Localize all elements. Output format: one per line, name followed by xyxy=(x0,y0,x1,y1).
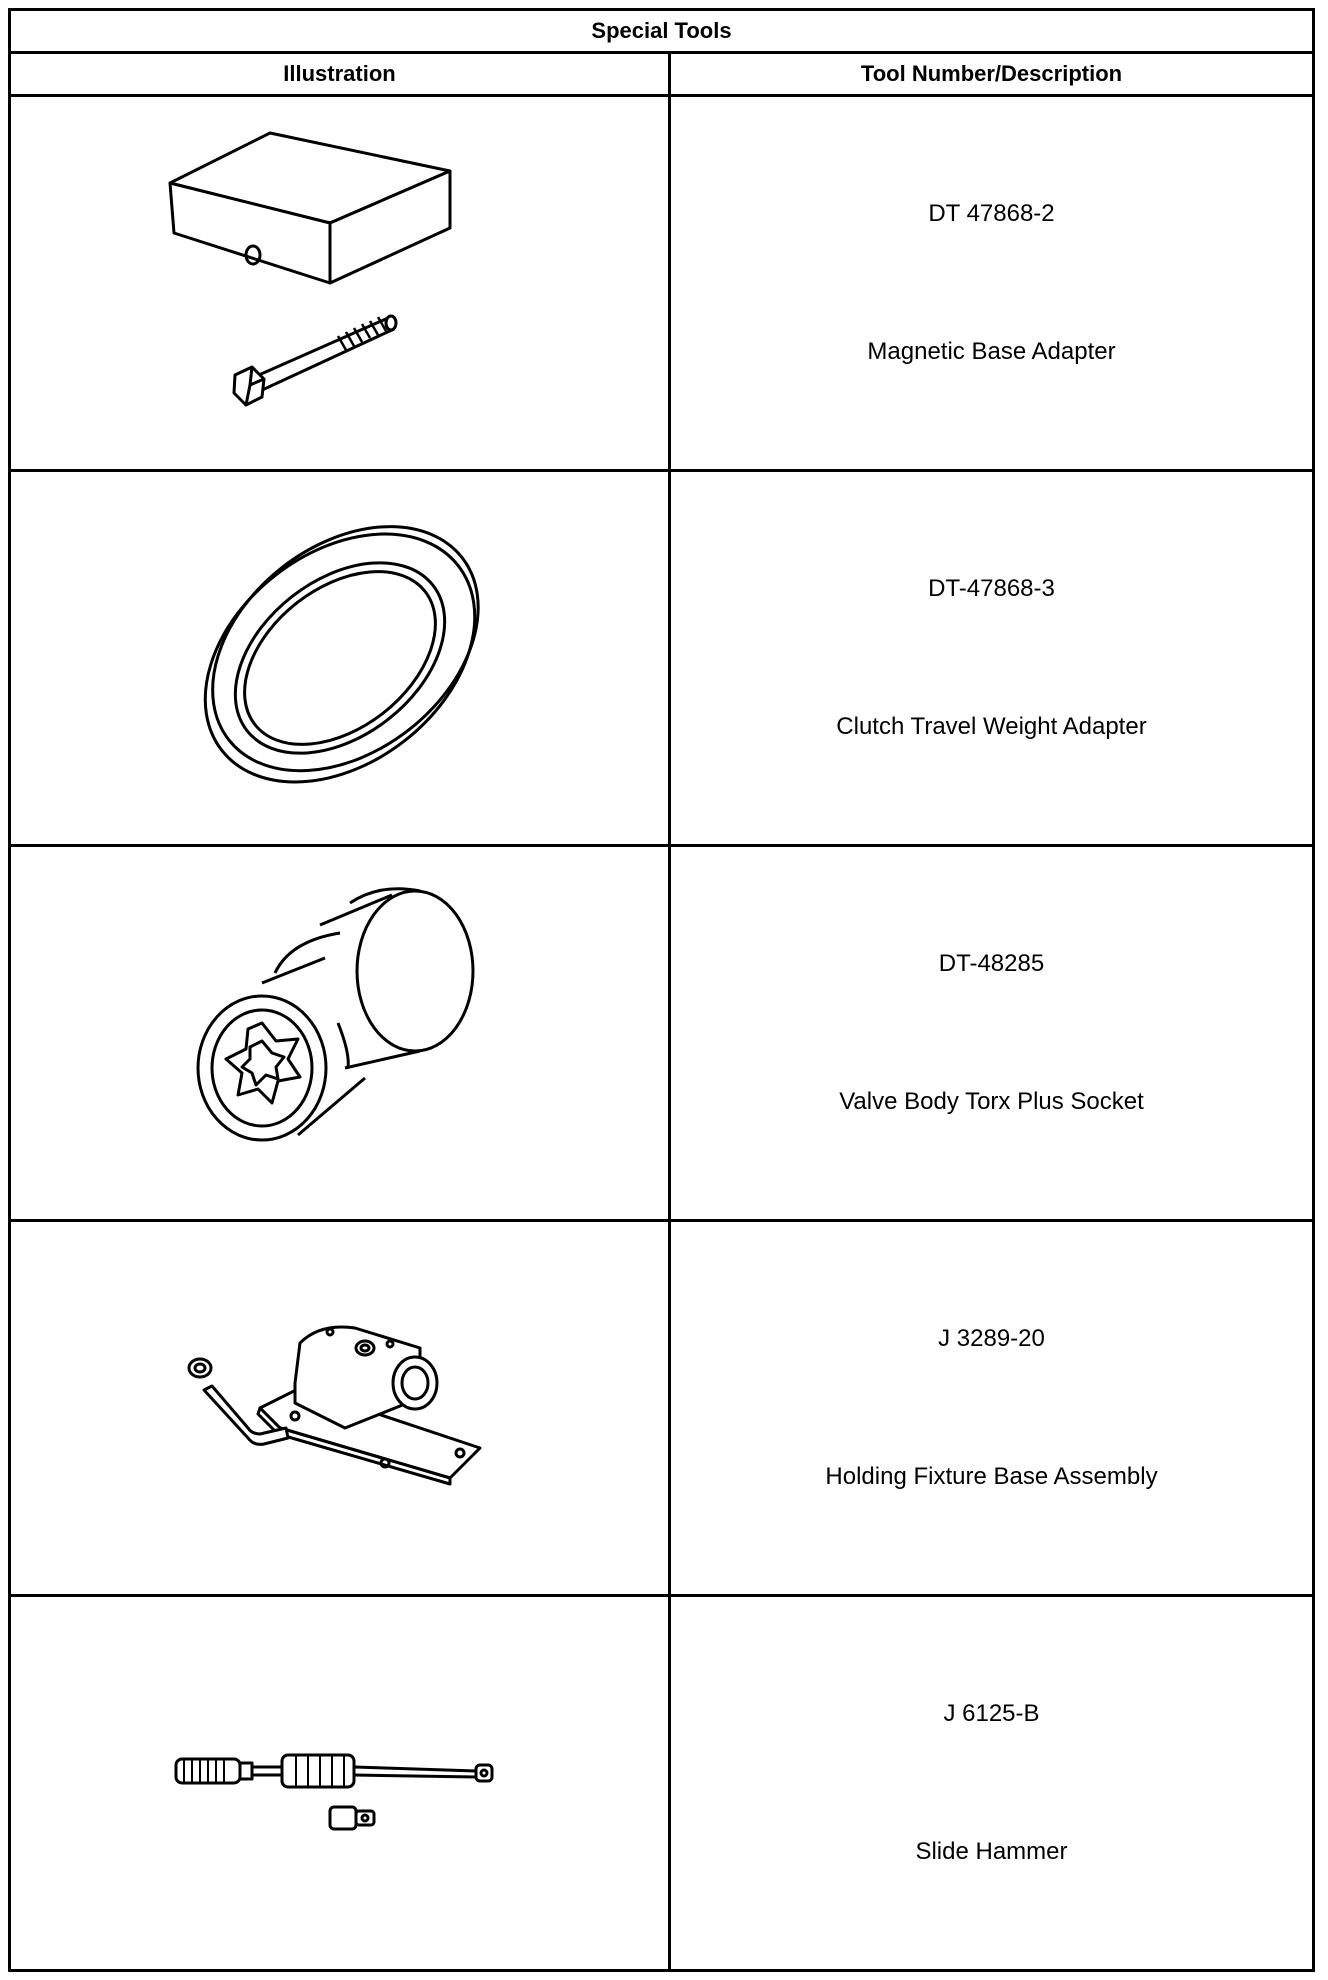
illustration-column-header: Illustration xyxy=(8,51,671,97)
slide-hammer-icon xyxy=(174,1753,493,1831)
holding-fixture-icon xyxy=(187,1325,481,1486)
weight-ring-icon xyxy=(203,525,480,784)
tool-number: DT 47868-2 xyxy=(928,200,1055,227)
tool-number: DT-47868-3 xyxy=(928,575,1055,602)
illustration-cell xyxy=(8,1219,671,1597)
tool-description: Slide Hammer xyxy=(915,1838,1068,1865)
tool-description: Magnetic Base Adapter xyxy=(867,338,1116,365)
table-row: J 6125-B Slide Hammer xyxy=(8,1594,1315,1972)
magnetic-base-adapter-icon xyxy=(168,131,451,407)
tool-number: DT-48285 xyxy=(938,950,1045,977)
description-cell: J 6125-B Slide Hammer xyxy=(668,1594,1315,1972)
description-column-header: Tool Number/Description xyxy=(668,51,1315,97)
description-cell: DT-48285 Valve Body Torx Plus Socket xyxy=(668,844,1315,1222)
illustration-cell xyxy=(8,1594,671,1972)
tool-description: Holding Fixture Base Assembly xyxy=(825,1463,1158,1490)
table-title: Special Tools xyxy=(8,8,1315,54)
illustration-cell xyxy=(8,94,671,472)
tool-number: J 6125-B xyxy=(943,1700,1040,1727)
description-cell: DT 47868-2 Magnetic Base Adapter xyxy=(668,94,1315,472)
special-tools-table: Special Tools Illustration Tool Number/D… xyxy=(8,8,1315,1972)
table-row: DT-47868-3 Clutch Travel Weight Adapter xyxy=(8,469,1315,847)
tool-number: J 3289-20 xyxy=(938,1325,1045,1352)
description-cell: DT-47868-3 Clutch Travel Weight Adapter xyxy=(668,469,1315,847)
table-row: DT 47868-2 Magnetic Base Adapter xyxy=(8,94,1315,472)
illustration-cell xyxy=(8,469,671,847)
tool-description: Valve Body Torx Plus Socket xyxy=(839,1088,1144,1115)
illustration-cell xyxy=(8,844,671,1222)
description-cell: J 3289-20 Holding Fixture Base Assembly xyxy=(668,1219,1315,1597)
table-row: DT-48285 Valve Body Torx Plus Socket xyxy=(8,844,1315,1222)
tool-description: Clutch Travel Weight Adapter xyxy=(836,713,1147,740)
torx-socket-icon xyxy=(196,887,474,1142)
table-row: J 3289-20 Holding Fixture Base Assembly xyxy=(8,1219,1315,1597)
